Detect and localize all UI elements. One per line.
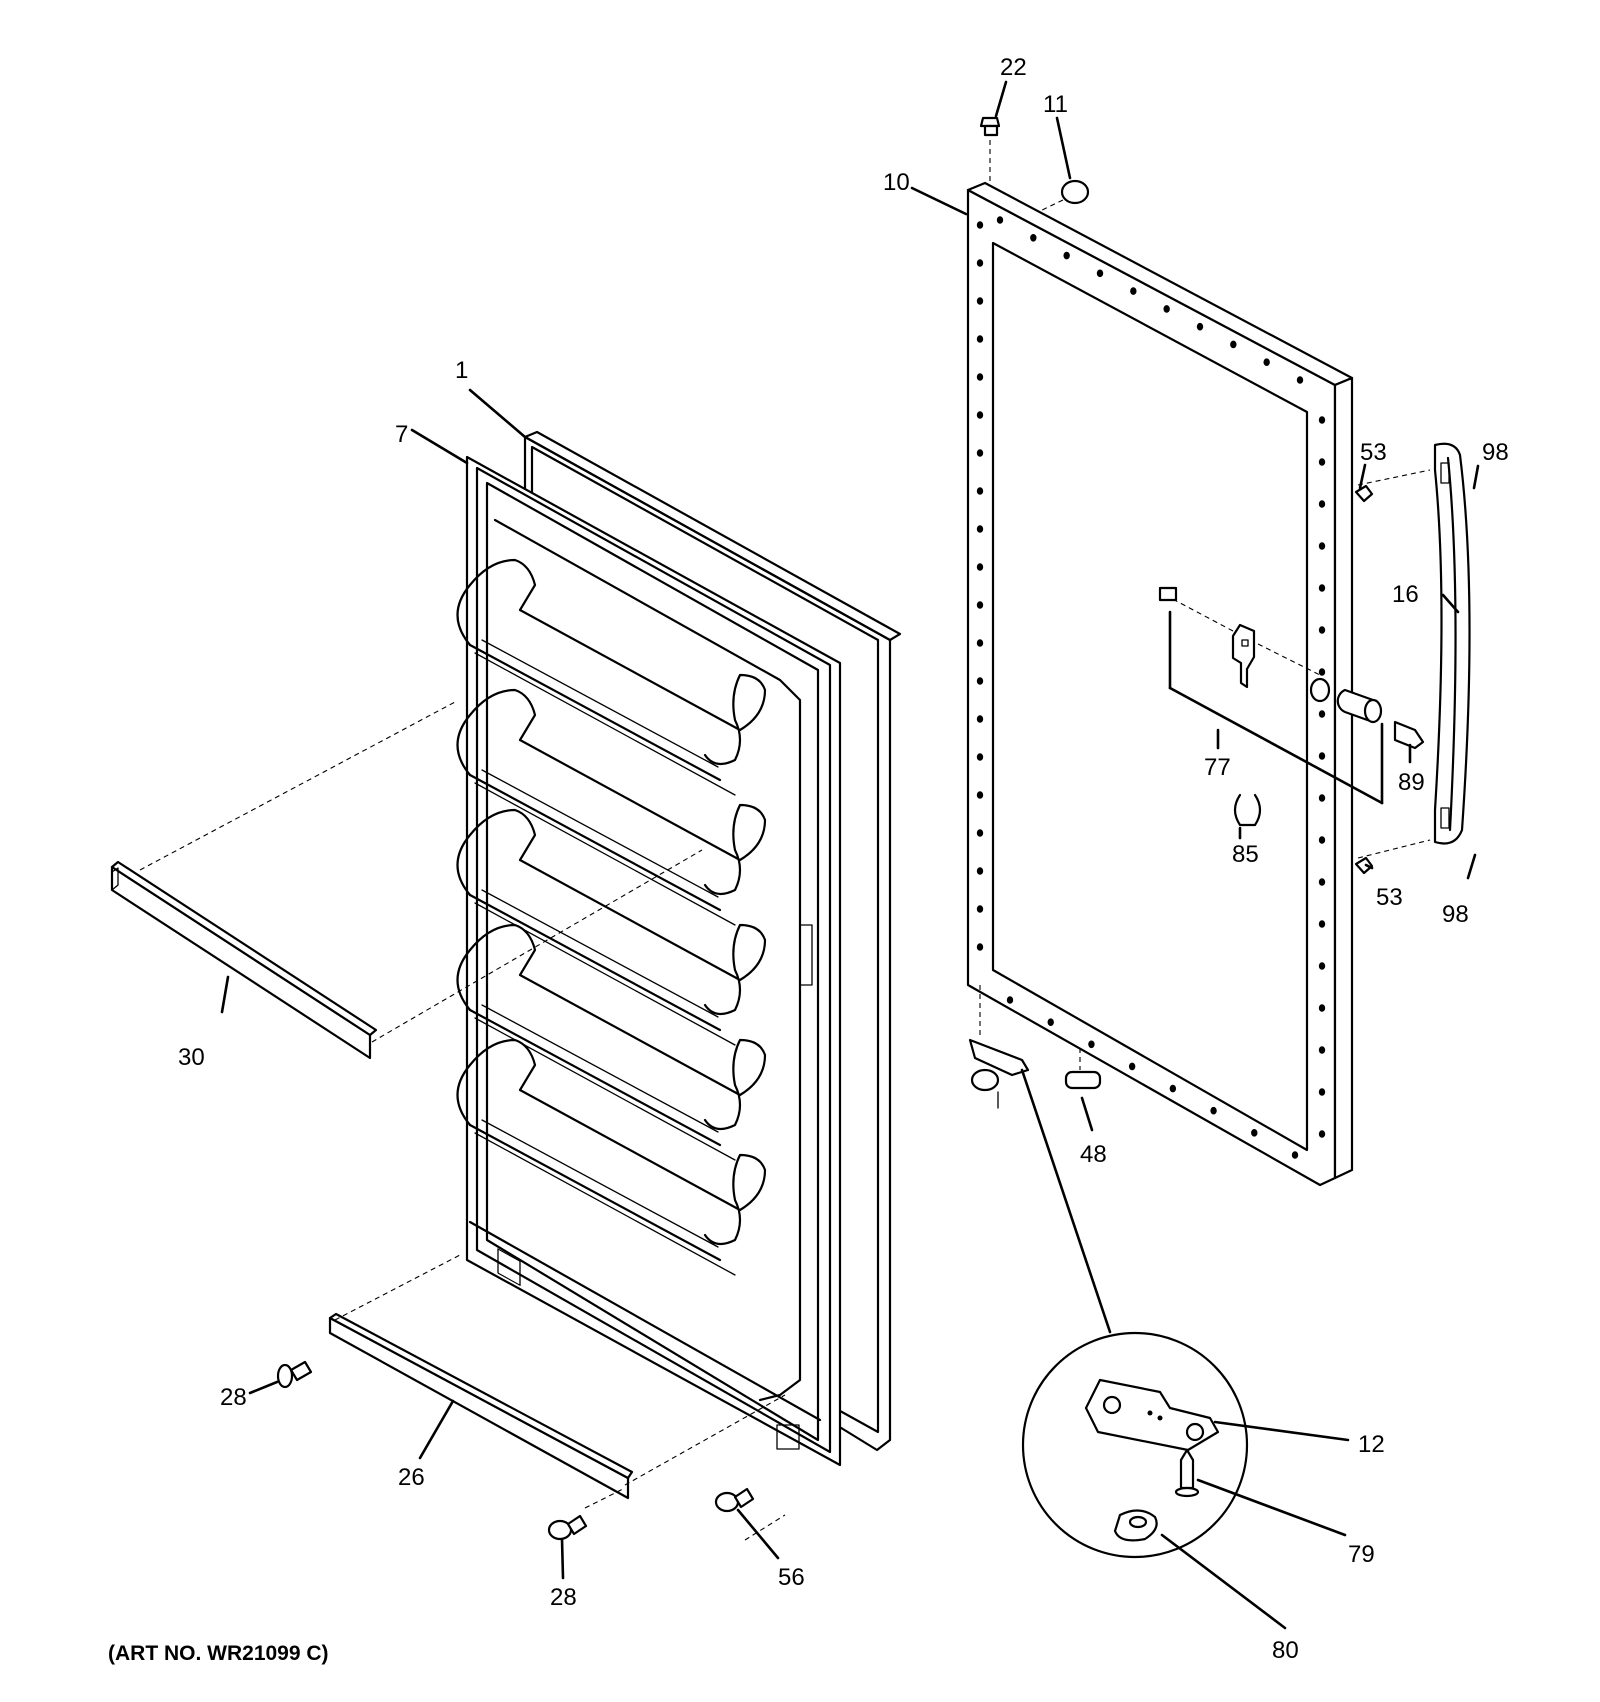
door-shelf-rail xyxy=(110,860,378,1060)
mounting-hole xyxy=(976,487,984,495)
callout-53-bottom: 53 xyxy=(1376,884,1403,911)
mounting-hole xyxy=(1318,584,1326,592)
mounting-hole xyxy=(1318,836,1326,844)
mounting-hole xyxy=(976,639,984,647)
mounting-hole xyxy=(1318,416,1326,424)
callout-1: 1 xyxy=(455,357,468,384)
mounting-hole xyxy=(1210,1106,1217,1115)
mounting-hole xyxy=(1251,1129,1258,1137)
hinge-detail-view xyxy=(1021,1331,1249,1559)
mounting-hole xyxy=(976,791,984,799)
mounting-hole xyxy=(976,449,984,457)
mounting-hole xyxy=(1318,458,1326,466)
push-pin-left xyxy=(276,1360,313,1389)
mounting-hole xyxy=(1130,287,1137,295)
mounting-hole xyxy=(976,563,984,571)
mounting-hole xyxy=(1318,794,1326,802)
hardware xyxy=(276,116,1425,1541)
art-number-label: (ART NO. WR21099 C) xyxy=(108,1642,329,1665)
mounting-hole xyxy=(1318,1046,1326,1054)
mounting-hole xyxy=(1318,626,1326,634)
callout-48: 48 xyxy=(1080,1141,1107,1168)
callout-7: 7 xyxy=(395,421,408,448)
door-bin xyxy=(456,923,767,1161)
mounting-hole xyxy=(1318,500,1326,508)
callout-22: 22 xyxy=(1000,54,1027,81)
mounting-hole xyxy=(976,753,984,761)
mounting-hole xyxy=(976,259,984,267)
alignment-dashed-lines xyxy=(139,140,1431,1541)
door-liner xyxy=(456,455,842,1467)
mounting-hole xyxy=(1318,878,1326,886)
mounting-hole xyxy=(1163,305,1170,313)
callout-10: 10 xyxy=(883,169,910,196)
mounting-hole xyxy=(976,829,984,837)
mounting-hole xyxy=(1263,358,1270,367)
mounting-hole xyxy=(1318,542,1326,550)
door-bin xyxy=(456,1038,767,1276)
callout-56: 56 xyxy=(778,1564,805,1591)
mounting-hole xyxy=(996,216,1004,224)
mounting-hole xyxy=(1318,668,1326,676)
door-handle xyxy=(1433,442,1471,845)
callout-11: 11 xyxy=(1043,91,1068,118)
mounting-hole xyxy=(976,221,984,229)
mounting-hole xyxy=(1318,1130,1326,1138)
mounting-hole xyxy=(1047,1018,1054,1026)
callout-28-bottom: 28 xyxy=(550,1584,577,1611)
callout-80: 80 xyxy=(1272,1637,1299,1664)
mounting-hole xyxy=(1096,269,1104,278)
callout-12: 12 xyxy=(1358,1431,1385,1458)
mounting-hole xyxy=(976,677,984,685)
mounting-hole xyxy=(1318,962,1326,970)
mounting-hole xyxy=(1030,233,1037,242)
callout-77: 77 xyxy=(1204,754,1231,781)
mounting-hole xyxy=(976,715,984,723)
mounting-hole xyxy=(1318,710,1326,718)
mounting-hole xyxy=(1196,322,1204,331)
mounting-hole xyxy=(1063,251,1070,260)
mounting-hole xyxy=(976,943,984,951)
mounting-hole xyxy=(1006,996,1014,1004)
callout-28-left: 28 xyxy=(220,1384,247,1411)
callout-98-top: 98 xyxy=(1482,439,1509,466)
mounting-hole xyxy=(1169,1084,1177,1093)
mounting-hole xyxy=(1318,1004,1326,1012)
mounting-hole xyxy=(1318,752,1326,760)
mounting-hole xyxy=(1291,1151,1299,1159)
push-pin-bottom xyxy=(547,1514,588,1541)
mounting-hole xyxy=(1230,340,1237,349)
bottom-shelf-rail xyxy=(328,1312,634,1500)
mounting-hole xyxy=(976,297,984,305)
mounting-hole xyxy=(976,525,984,533)
callout-98-bottom: 98 xyxy=(1442,901,1469,928)
door-bin xyxy=(456,558,767,796)
mounting-hole xyxy=(1318,920,1326,928)
panel-mounting-holes xyxy=(976,216,1326,1159)
leader-lines xyxy=(220,80,1480,1630)
mounting-hole xyxy=(976,411,984,419)
callout-26: 26 xyxy=(398,1464,425,1491)
mounting-hole xyxy=(1128,1062,1136,1071)
mounting-hole xyxy=(1296,376,1304,384)
callout-16: 16 xyxy=(1392,581,1419,608)
mounting-hole xyxy=(976,905,984,913)
door-bins xyxy=(456,558,767,1276)
callout-79: 79 xyxy=(1348,1541,1375,1568)
callout-85: 85 xyxy=(1232,841,1259,868)
callout-53-top: 53 xyxy=(1360,439,1387,466)
push-pin-56 xyxy=(714,1487,755,1513)
mounting-hole xyxy=(976,867,984,875)
door-bin xyxy=(456,688,767,926)
mounting-hole xyxy=(1088,1040,1095,1049)
callout-30: 30 xyxy=(178,1044,205,1071)
mounting-hole xyxy=(976,601,984,609)
callout-numbers: 22 11 10 1 7 53 98 16 77 89 85 53 98 30 … xyxy=(108,54,1509,1665)
mounting-hole xyxy=(1318,1088,1326,1096)
outer-door-panel xyxy=(966,181,1354,1187)
mounting-hole xyxy=(976,373,984,381)
callout-89: 89 xyxy=(1398,769,1425,796)
mounting-hole xyxy=(976,335,984,343)
